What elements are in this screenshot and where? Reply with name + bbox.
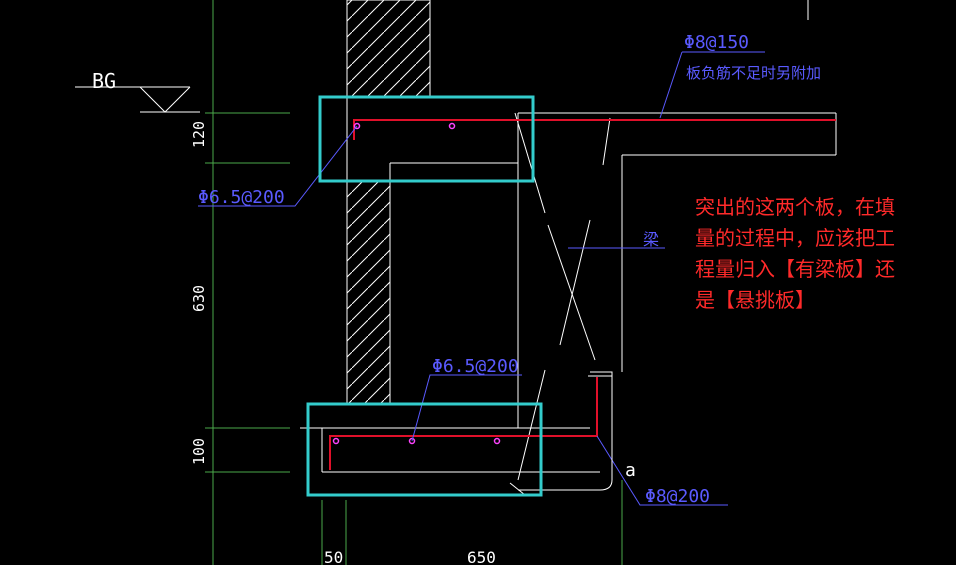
masonry-wall <box>346 0 431 405</box>
annotation-line-4: 是【悬挑板】 <box>695 288 815 312</box>
top-rebar-note: 板负筋不足时另附加 <box>686 64 821 82</box>
annotation-line-3: 程量归入【有梁板】还 <box>695 257 895 281</box>
question-annotation: 突出的这两个板，在填 量的过程中，应该把工 程量归入【有梁板】还 是【悬挑板】 <box>695 195 895 312</box>
rebar-dots <box>332 122 501 445</box>
break-lines <box>509 112 611 496</box>
dimension-lines <box>205 0 623 565</box>
dimension-50: 50 <box>324 548 343 565</box>
annotation-line-1: 突出的这两个板，在填 <box>695 195 895 219</box>
beam-label: 梁 <box>643 230 659 249</box>
top-rebar-spec: Φ8@150 <box>684 32 749 53</box>
level-symbol <box>75 86 200 113</box>
upper-slab-highlight <box>318 95 535 183</box>
concrete-outline <box>300 0 837 491</box>
rebar-lines <box>329 119 836 470</box>
upper-slab-rebar-label: Φ6.5@200 <box>198 187 285 208</box>
dimension-100: 100 <box>190 438 208 465</box>
dimension-630: 630 <box>190 285 208 312</box>
leader-lines <box>198 51 765 506</box>
dimension-650: 650 <box>467 548 496 565</box>
lower-slab-highlight <box>306 402 543 497</box>
dimension-120: 120 <box>190 121 208 148</box>
level-mark-label: BG <box>92 69 116 93</box>
anchor-label: a <box>625 460 636 481</box>
annotation-line-2: 量的过程中，应该把工 <box>695 226 895 250</box>
lower-slab-rebar-label: Φ6.5@200 <box>432 356 519 377</box>
bottom-rebar-label: Φ8@200 <box>645 486 710 507</box>
anchor-hook <box>588 375 613 474</box>
